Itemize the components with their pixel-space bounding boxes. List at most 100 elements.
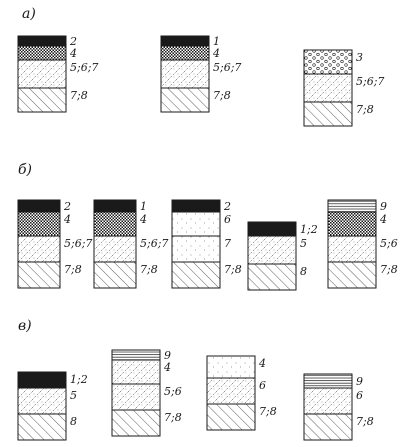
layer-block-hatch bbox=[160, 87, 210, 113]
layer-block-black bbox=[171, 199, 221, 213]
layer-label: 1 bbox=[213, 35, 220, 48]
layer-block-dothatch bbox=[111, 359, 161, 385]
layer-label: 8 bbox=[70, 415, 77, 428]
layer-block-black bbox=[17, 371, 67, 389]
layer-block-dots bbox=[171, 211, 221, 237]
layer-block-dothatch bbox=[303, 387, 353, 415]
layer-block-cross bbox=[17, 45, 67, 61]
layer-label: 7;8 bbox=[224, 263, 242, 276]
layer-label: 2 bbox=[223, 200, 231, 213]
layer-block-dothatch bbox=[111, 383, 161, 411]
layer-block-hatch bbox=[303, 413, 353, 441]
layer-label: 4 bbox=[63, 213, 71, 226]
layer-label: 5;6;7 bbox=[140, 237, 168, 250]
layer-block-hatch bbox=[206, 403, 256, 431]
layer-block-black bbox=[17, 35, 67, 47]
layer-block-dothatch bbox=[17, 59, 67, 89]
layer-label: 7;8 bbox=[140, 263, 158, 276]
layer-label: 1;2 bbox=[300, 223, 318, 236]
layer-column: 3 5;6;7 7;8 bbox=[303, 49, 384, 127]
layer-block-cross bbox=[17, 211, 61, 237]
layer-block-cross bbox=[160, 45, 210, 61]
layer-label: 3 bbox=[356, 51, 363, 64]
layer-label: 1;2 bbox=[70, 373, 88, 386]
layer-block-hatch bbox=[93, 261, 137, 289]
layer-label: 9 bbox=[164, 349, 171, 362]
layer-label: 5;6;7 bbox=[64, 237, 92, 250]
layer-block-black bbox=[247, 221, 297, 237]
layer-block-hatch bbox=[17, 261, 61, 289]
layer-label: 7;8 bbox=[259, 405, 277, 418]
layer-label: 7 bbox=[224, 237, 231, 250]
layer-block-dothatch bbox=[303, 73, 353, 103]
layer-label: 7;8 bbox=[356, 415, 374, 428]
layer-column: 4 6 7;8 bbox=[206, 355, 277, 431]
layer-label: 7;8 bbox=[380, 263, 398, 276]
layer-label: 6 bbox=[259, 379, 266, 392]
layer-block-circles bbox=[303, 49, 353, 75]
layer-column: 1;2 5 8 bbox=[17, 371, 88, 441]
layer-label: 4 bbox=[212, 47, 220, 60]
section-label: б) bbox=[18, 162, 32, 178]
layer-label: 6 bbox=[356, 389, 363, 402]
layer-block-lines bbox=[327, 199, 377, 213]
layer-label: 7;8 bbox=[164, 411, 182, 424]
layer-block-cross bbox=[327, 211, 377, 237]
section-label: а) bbox=[22, 6, 36, 22]
layer-block-dothatch bbox=[17, 235, 61, 263]
layer-block-black bbox=[160, 35, 210, 47]
layer-column: 94 5;6 7;8 bbox=[327, 199, 398, 289]
layer-label: 6 bbox=[224, 213, 231, 226]
layer-label: 5;6;7 bbox=[356, 75, 384, 88]
layer-block-dothatch bbox=[93, 235, 137, 263]
layer-block-black bbox=[93, 199, 137, 213]
layer-column: 1;25 8 bbox=[247, 221, 318, 291]
layer-label: 8 bbox=[300, 265, 307, 278]
layer-label: 4 bbox=[163, 361, 171, 374]
layer-block-hatch bbox=[17, 413, 67, 441]
layer-label: 4 bbox=[69, 47, 77, 60]
layer-label: 5;6;7 bbox=[213, 61, 241, 74]
layer-label: 5;6 bbox=[164, 385, 182, 398]
layer-label: 2 bbox=[63, 200, 71, 213]
layer-label: 7;8 bbox=[213, 89, 231, 102]
layer-block-dothatch bbox=[206, 377, 256, 405]
layer-label: 7;8 bbox=[70, 89, 88, 102]
layer-column: 145;6;77;8 bbox=[93, 199, 168, 289]
layer-column: 145;6;7 7;8 bbox=[160, 35, 241, 113]
section-2: б)245;6;77;8145;6;77;82677;81;258945;67;… bbox=[17, 162, 398, 291]
layer-block-hatch bbox=[303, 101, 353, 127]
layer-column: 94 5;6 7;8 bbox=[111, 349, 182, 437]
layer-label: 5 bbox=[70, 389, 77, 402]
layer-label: 4 bbox=[379, 213, 387, 226]
layer-label: 4 bbox=[258, 357, 266, 370]
layer-block-lines bbox=[303, 373, 353, 389]
layer-label: 9 bbox=[356, 375, 363, 388]
layer-block-hatch bbox=[17, 87, 67, 113]
layer-block-cross bbox=[93, 211, 137, 237]
section-label: в) bbox=[18, 318, 32, 334]
layer-block-hatch bbox=[171, 261, 221, 289]
layer-block-dothatch bbox=[247, 235, 297, 265]
layer-block-dothatch bbox=[17, 387, 67, 415]
layer-label: 7;8 bbox=[64, 263, 82, 276]
layer-label: 5;6;7 bbox=[70, 61, 98, 74]
layer-label: 5;6 bbox=[380, 237, 398, 250]
layer-block-dothatch bbox=[160, 59, 210, 89]
layer-label: 2 bbox=[69, 35, 77, 48]
layer-block-hatch bbox=[247, 263, 297, 291]
layer-block-black bbox=[17, 199, 61, 213]
layer-label: 9 bbox=[380, 200, 387, 213]
layer-column: 24 5;6;7 7;8 bbox=[17, 199, 92, 289]
layer-block-lines bbox=[111, 349, 161, 361]
layer-block-hatch bbox=[111, 409, 161, 437]
layer-column: 26 7 7;8 bbox=[171, 199, 242, 289]
layer-column: 96 7;8 bbox=[303, 373, 374, 441]
layer-block-dots bbox=[206, 355, 256, 379]
layer-label: 5 bbox=[300, 237, 307, 250]
layer-block-dots bbox=[171, 235, 221, 263]
layer-label: 7;8 bbox=[356, 103, 374, 116]
